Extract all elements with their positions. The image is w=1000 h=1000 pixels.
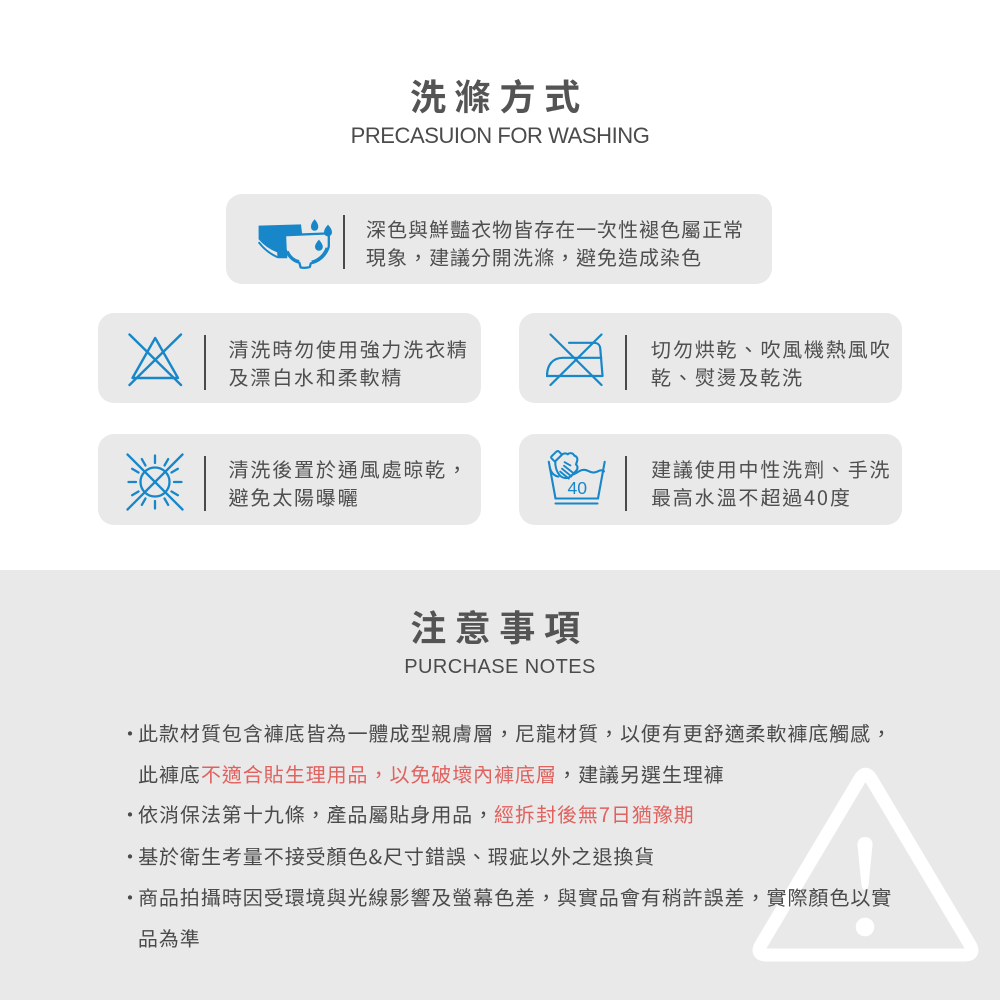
svg-text:40: 40	[568, 478, 588, 498]
